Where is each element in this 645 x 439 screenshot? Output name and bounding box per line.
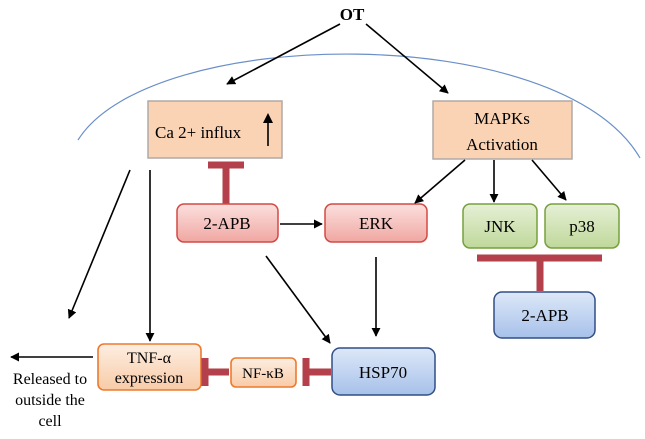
apb-right-label: 2-APB [521, 306, 568, 325]
up-arrow-icon [263, 113, 273, 146]
arrow-mapks-to-erk [414, 159, 466, 204]
tnf-expression-box [97, 343, 202, 391]
p38-box [544, 203, 620, 249]
hsp70-label: HSP70 [359, 363, 407, 382]
mapks-activation-box [432, 100, 573, 160]
jnk-box [462, 203, 538, 249]
inhibitor-hsp70-to-nfkb [302, 358, 331, 386]
hsp70-box [331, 347, 436, 396]
released-line1: Released to [13, 371, 87, 388]
jnk-label: JNK [484, 217, 516, 236]
apb-left-box [176, 203, 279, 243]
inhibitor-apb-to-ca [208, 161, 244, 204]
tnf-label-line1: TNF-α [127, 350, 172, 367]
nfkb-label: NF-κB [242, 366, 284, 382]
nfkb-box [230, 357, 297, 388]
p38-label: p38 [569, 217, 595, 236]
erk-box [324, 203, 428, 243]
arrow-ot-to-ca [226, 23, 341, 85]
arrow-mapks-to-p38 [531, 159, 567, 201]
arrow-apb-to-hsp70 [265, 255, 331, 344]
ca-influx-label: Ca 2+ influx [155, 123, 242, 142]
ca-influx-box [147, 100, 283, 159]
inhibitor-nfkb-to-tnf [201, 358, 229, 386]
mapks-label-line1: MAPKs [474, 109, 530, 128]
released-line3: cell [38, 413, 62, 430]
erk-label: ERK [359, 214, 394, 233]
cell-membrane-arc [77, 53, 641, 159]
arrow-ot-to-mapks [365, 23, 449, 94]
tnf-label-line2: expression [115, 370, 183, 387]
apb-left-label: 2-APB [203, 214, 250, 233]
mapks-label-line2: Activation [466, 135, 538, 154]
inhibitor-apb-to-jnk-p38 [477, 254, 602, 291]
arrow-ca-to-released [67, 169, 131, 319]
apb-right-box [493, 291, 596, 339]
released-line2: outside the [15, 392, 85, 409]
ot-label: OT [340, 5, 365, 24]
